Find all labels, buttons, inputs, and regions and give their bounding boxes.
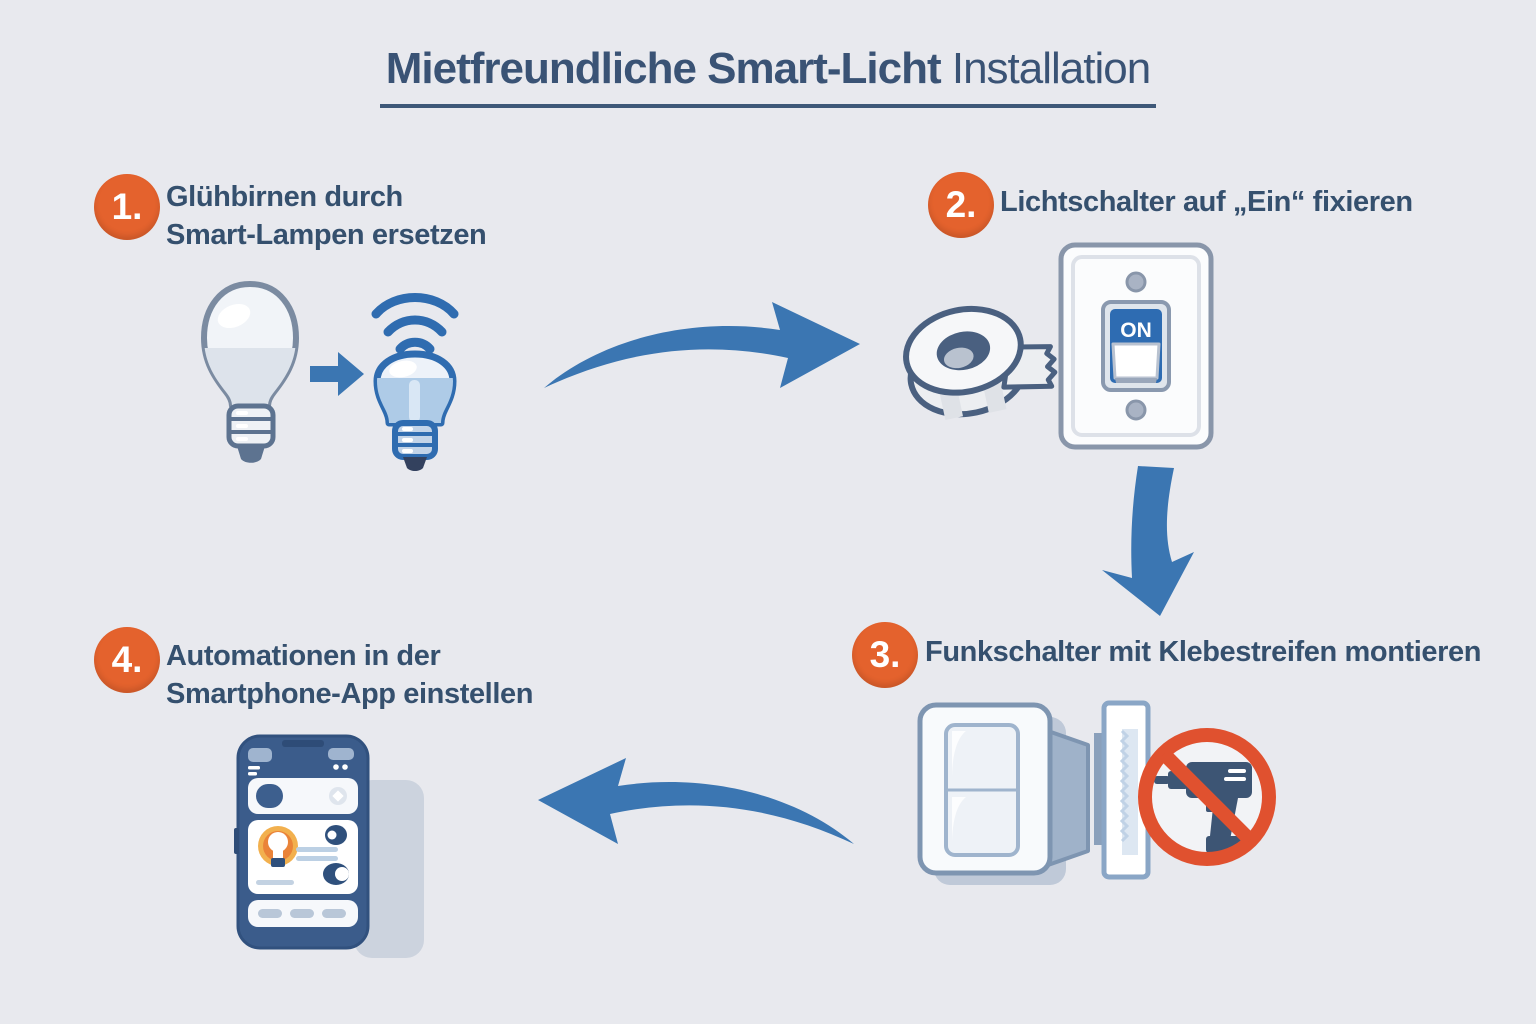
smart-bulb-icon <box>371 293 459 471</box>
flow-arrow-right-icon <box>544 302 860 388</box>
step4-line1: Automationen in der <box>166 640 441 672</box>
tape-roll-icon <box>903 305 1058 421</box>
smartphone-app-icon <box>234 734 424 958</box>
step4-number: 4. <box>111 639 143 680</box>
page-title-underlined: Mietfreundliche Smart-Licht Installation <box>379 44 1157 108</box>
radio-wall-switch-icon <box>917 700 1151 885</box>
switch-on-label: ON <box>1120 319 1152 342</box>
step1-number: 1. <box>111 186 143 227</box>
step4-label: Automationen in der Smartphone-App einst… <box>166 637 533 713</box>
page-title: Mietfreundliche Smart-Licht Installation <box>0 44 1536 108</box>
page-title-main: Mietfreundliche Smart-Licht <box>385 44 942 93</box>
adhesive-strip-icon <box>1101 700 1151 880</box>
step2-number: 2. <box>945 184 977 225</box>
step3-label: Funkschalter mit Klebestreifen montieren <box>925 633 1481 671</box>
step4-line2: Smartphone-App einstellen <box>166 678 534 710</box>
step3-line1: Funkschalter mit Klebestreifen montieren <box>925 636 1482 668</box>
flow-arrow-down-icon <box>1102 466 1194 616</box>
step2-line1: Lichtschalter auf „Ein“ fixieren <box>1000 186 1413 218</box>
step1-badge: 1. <box>94 174 160 240</box>
no-drill-icon <box>1138 728 1276 866</box>
step1-label: Glühbirnen durch Smart-Lampen ersetzen <box>166 178 487 254</box>
classic-bulb-icon <box>201 281 299 463</box>
step1-line1: Glühbirnen durch <box>166 181 403 213</box>
wifi-waves-icon <box>371 293 459 354</box>
step3-badge: 3. <box>852 622 918 688</box>
replace-arrow-icon <box>310 352 364 396</box>
step2-label: Lichtschalter auf „Ein“ fixieren <box>1000 183 1413 221</box>
light-switch-on-icon: ON <box>1058 242 1214 450</box>
flow-arrow-left-icon <box>538 758 854 844</box>
step2-badge: 2. <box>928 172 994 238</box>
step1-line2: Smart-Lampen ersetzen <box>166 219 487 251</box>
step4-badge: 4. <box>94 627 160 693</box>
page-title-suffix-text: Installation <box>951 44 1151 93</box>
step3-number: 3. <box>869 634 901 675</box>
